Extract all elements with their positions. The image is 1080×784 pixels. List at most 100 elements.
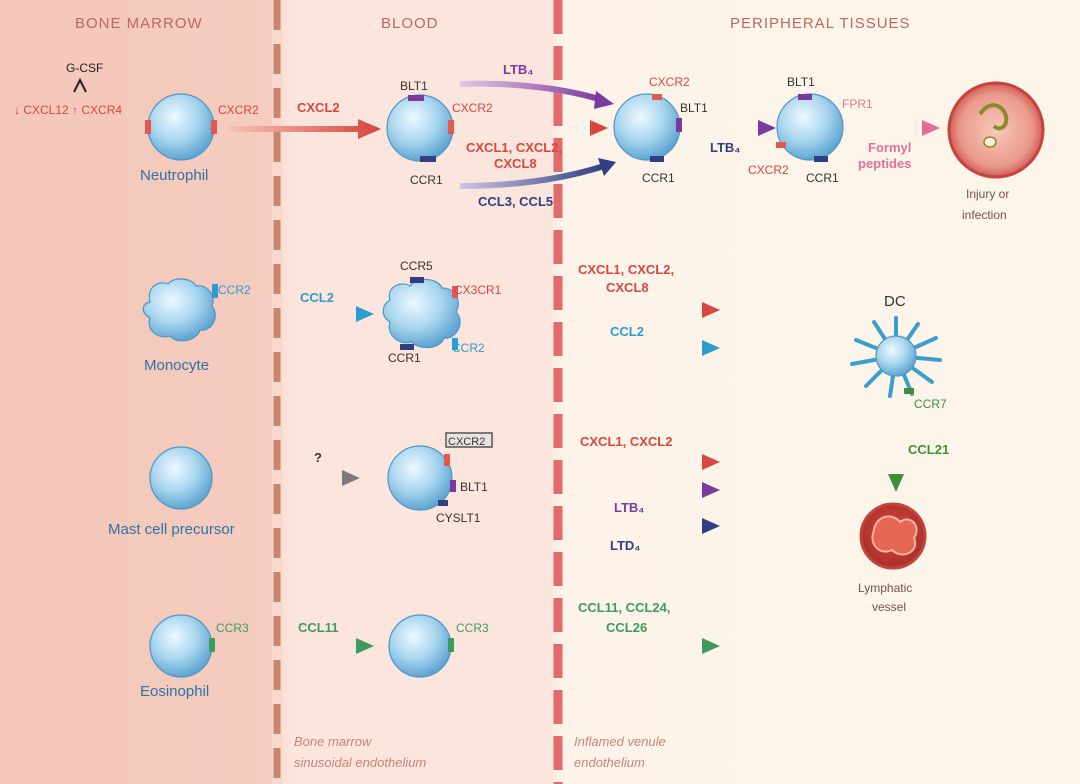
neutrophil-tissue1-cxcr2-receptor: [652, 94, 662, 100]
mast-cell-blood-cell: [387, 445, 453, 511]
gcsf-caret: [73, 77, 87, 93]
mast-unknown-arrowhead: [342, 470, 360, 486]
neutrophil-ccl-label: CCL3, CCL5: [478, 194, 553, 209]
neutrophil-receptor-left: [145, 120, 151, 134]
neutrophil-tissue1-ccr1-label: CCR1: [642, 171, 675, 185]
eosinophil-marrow-cell: [149, 614, 213, 678]
monocyte-ccl2-label: CCL2: [300, 290, 334, 305]
eosinophil-ccl-out-label-2: CCL26: [606, 620, 647, 635]
eosinophil-ccl-out-label-1: CCL11, CCL24,: [578, 600, 670, 615]
region-title-peripheral-tissues: PERIPHERAL TISSUES: [730, 15, 911, 32]
monocyte-blood-cell: [382, 278, 461, 349]
neutrophil-marrow-cell: [147, 93, 215, 161]
mast-blood-cxcr2-label: CXCR2: [448, 436, 485, 448]
neutrophil-ltb4-arrow: [459, 80, 603, 103]
neutrophil-blood-blt1-label: BLT1: [400, 79, 428, 93]
monocyte-blood-ccr1-label: CCR1: [388, 351, 421, 365]
formyl-peptide-arrowhead: [922, 120, 940, 136]
monocyte-ccr2-receptor: [212, 284, 218, 298]
neutrophil-tissue1-blt1-receptor: [676, 118, 682, 132]
neutrophil-tissue2-ccr1-label: CCR1: [806, 171, 839, 185]
mast-cxcl-out-label: CXCL1, CXCL2: [580, 434, 672, 449]
neutrophil-ltb4-label: LTB₄: [503, 62, 534, 77]
lymphatic-vessel-lumen: [871, 515, 918, 556]
neutrophil-tissue-cell-1: [613, 93, 681, 161]
eosinophil-ccr3-label: CCR3: [216, 621, 249, 635]
monocyte-ccl2-arrowhead: [356, 306, 374, 322]
injury-site: [947, 81, 1045, 179]
monocyte-cxcl-label-2: CXCL8: [606, 280, 649, 295]
inflamed-endothelium-label-1: Inflamed venule: [574, 734, 666, 749]
dc-name: DC: [884, 293, 906, 310]
cxcl12-cxcr4-regulation: ↓ CXCL12 ↑ CXCR4: [14, 103, 122, 117]
neutrophil-tissue2-blt1-receptor: [798, 94, 812, 100]
neutrophil-ltb4-arrowhead: [594, 91, 614, 109]
neutrophil-tissue1-cxcr2-label: CXCR2: [649, 75, 690, 89]
mast-cell-precursor-name: Mast cell precursor: [108, 521, 235, 538]
neutrophil-tissue2-blt1-label: BLT1: [787, 75, 815, 89]
eosinophil-ccl11-arrowhead: [356, 638, 374, 654]
mast-cxcr2-label-box: CXCR2: [445, 432, 493, 448]
neutrophil-cxcl2-label: CXCL2: [297, 100, 340, 115]
neutrophil-ccl-arrowhead: [598, 158, 616, 176]
mast-blood-cyslt1-label: CYSLT1: [436, 511, 481, 525]
bone-marrow-endothelium-label-1: Bone marrow: [294, 734, 373, 749]
dc-ccl21-arrowhead: [888, 474, 904, 492]
mast-ltd4-out-arrowhead: [702, 518, 720, 534]
neutrophil-cxcl-arrowhead: [590, 120, 608, 136]
eosinophil-ccl11-label: CCL11: [298, 620, 338, 635]
mast-cell-precursor-marrow-cell: [149, 446, 213, 510]
neutrophil-receptor-right: [211, 120, 217, 134]
monocyte-blood-ccr5-receptor: [410, 277, 424, 283]
monocyte-name: Monocyte: [144, 357, 209, 374]
monocyte-ccl2-out-label: CCL2: [610, 324, 644, 339]
bone-marrow-zone: [0, 0, 272, 784]
mast-blood-blt1-label: BLT1: [460, 480, 488, 494]
eosinophil-name: Eosinophil: [140, 683, 209, 700]
neutrophil-ccl-arrow: [459, 163, 605, 189]
lymphatic-vessel-label-2: vessel: [872, 600, 906, 614]
bone-marrow-endothelium-label-2: sinusoidal endothelium: [294, 755, 426, 770]
monocyte-ccr2-label: CCR2: [218, 283, 251, 297]
mast-blood-cyslt1-receptor: [438, 500, 448, 506]
monocyte-marrow-cell: [142, 278, 216, 342]
neutrophil-cxcr2-label: CXCR2: [218, 103, 259, 117]
mast-ltb4-out-arrowhead: [702, 482, 720, 498]
neutrophil-cxcl2-arrow: [228, 118, 381, 140]
bacterium-body-icon: [983, 136, 997, 148]
neutrophil-blood-cxcr2-receptor: [448, 120, 454, 134]
neutrophil-blood-ccr1-label: CCR1: [410, 173, 443, 187]
monocyte-cxcl-out-arrowhead: [702, 302, 720, 318]
mast-blood-cxcr2-receptor: [444, 454, 450, 466]
neutrophil-blood-ccr1-receptor: [420, 156, 436, 162]
monocyte-ccl2-out-arrowhead: [702, 340, 720, 356]
eosinophil-ccr3-receptor: [209, 638, 215, 652]
dc-cell-body: [875, 335, 917, 377]
mast-blood-blt1-receptor: [450, 480, 456, 492]
neutrophil-ltb4-tissue-label: LTB₄: [710, 140, 741, 155]
mast-unknown-label: ?: [314, 450, 322, 465]
formyl-peptides-label-1: Formyl: [868, 140, 911, 155]
neutrophil-tissue2-cxcr2-label: CXCR2: [748, 163, 789, 177]
neutrophil-blood-cxcr2-label: CXCR2: [452, 101, 493, 115]
monocyte-blood-ccr2-label: CCR2: [452, 341, 485, 355]
neutrophil-cxcl-label-1: CXCL1, CXCL2,: [466, 140, 562, 155]
monocyte-blood-ccr2-receptor: [452, 338, 458, 350]
neutrophil-tissue2-cxcr2-receptor: [776, 142, 786, 148]
region-title-bone-marrow: BONE MARROW: [75, 15, 203, 32]
formyl-peptides-label-2: peptides: [858, 156, 911, 171]
bacterium-icon: [978, 103, 1009, 131]
monocyte-blood-cx3cr1-label: CX3CR1: [454, 283, 502, 297]
dc-ccr7-receptor: [904, 388, 914, 394]
injury-label-1: Injury or: [966, 187, 1009, 201]
monocyte-blood-ccr1-receptor: [400, 344, 414, 350]
mast-cxcl-out-arrowhead: [702, 454, 720, 470]
dc-ccl21-label: CCL21: [908, 442, 949, 457]
injury-label-2: infection: [962, 208, 1007, 222]
mast-ltd4-out-label: LTD₄: [610, 538, 641, 553]
neutrophil-ltb4-tissue-arrowhead: [758, 120, 776, 136]
mast-ltb4-out-label: LTB₄: [614, 500, 645, 515]
dc-ccr7-label: CCR7: [914, 397, 947, 411]
gcsf-label: G-CSF: [66, 61, 103, 75]
